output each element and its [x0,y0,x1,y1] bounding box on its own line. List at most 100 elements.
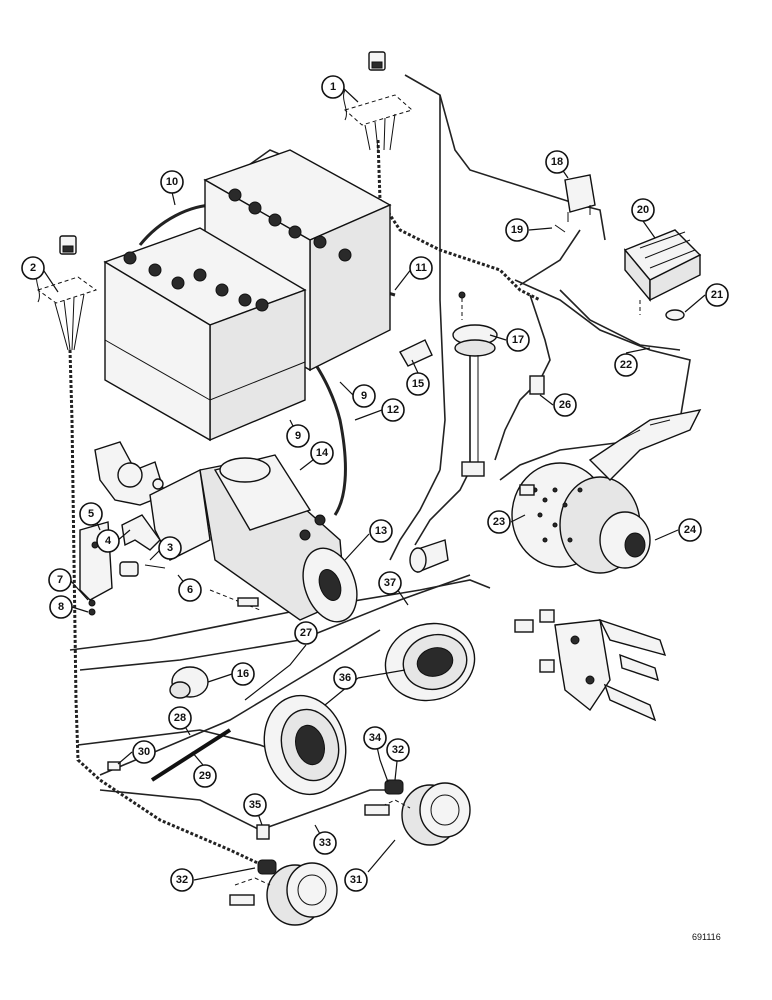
callout-34: 34 [363,726,387,750]
callout-29: 29 [193,764,217,788]
callout-14: 14 [310,441,334,465]
harness-connector-2 [36,235,98,351]
callout-label: 26 [559,399,571,411]
fuel-sender-17 [452,291,498,477]
callout-label: 23 [493,516,505,528]
alternator [511,462,651,574]
callout-23: 23 [487,510,511,534]
temp-sender-15 [399,339,433,367]
callout-30: 30 [132,740,156,764]
drawing-number: 691116 [692,932,721,942]
callout-36: 36 [333,666,357,690]
callout-label: 28 [174,712,186,724]
work-lamp-front [263,694,347,796]
callout-label: 16 [237,668,249,680]
callout-label: 22 [620,359,632,371]
callout-18: 18 [545,150,569,174]
callout-label: 6 [187,584,193,596]
callout-label: 12 [387,404,399,416]
callout-28: 28 [168,706,192,730]
callout-label: 31 [350,874,362,886]
mounting-hardware [229,799,411,906]
callout-label: 21 [711,289,723,301]
callout-label: 37 [384,577,396,589]
callout-label: 9 [361,390,367,402]
callout-22: 22 [614,353,638,377]
callout-3: 3 [158,536,182,560]
callout-16: 16 [231,662,255,686]
callout-label: 24 [684,524,697,536]
battery-front [103,227,307,442]
callout-label: 11 [415,262,427,274]
fuel-float-arm [409,539,449,573]
callout-label: 4 [105,535,112,547]
callout-label: 36 [339,672,351,684]
switch-16 [169,666,209,699]
callout-label: 27 [300,627,312,639]
callout-12: 12 [381,398,405,422]
callout-26: 26 [553,393,577,417]
fuse-holder-35 [256,824,270,840]
callout-35: 35 [243,793,267,817]
callout-2: 2 [21,256,45,280]
callout-11: 11 [409,256,433,280]
callout-label: 34 [369,732,382,744]
callout-label: 15 [412,378,424,390]
oil-sender-26 [529,375,545,395]
callout-4: 4 [96,529,120,553]
callout-label: 14 [316,447,329,459]
callout-label: 5 [88,508,94,520]
starter-motor [94,441,358,623]
callout-1: 1 [321,75,345,99]
callout-label: 18 [551,156,563,168]
callout-label: 30 [138,746,150,758]
sleeve-28-29 [150,728,232,782]
ground-terminal-21 [665,309,685,321]
callout-10: 10 [160,170,184,194]
callout-label: 10 [166,176,178,188]
callout-20: 20 [631,198,655,222]
callout-label: 33 [319,837,331,849]
callout-label: 1 [330,81,336,93]
callout-9-upper: 9 [352,384,376,408]
callout-13: 13 [369,519,393,543]
callout-label: 32 [392,744,404,756]
tail-lamp-right [384,779,471,846]
callout-32-upper: 32 [386,738,410,762]
callout-32-lower: 32 [170,868,194,892]
callout-label: 13 [375,525,387,537]
callout-15: 15 [406,372,430,396]
callout-19: 19 [505,218,529,242]
callout-label: 7 [57,574,63,586]
callout-27: 27 [294,621,318,645]
callout-9-lower: 9 [286,424,310,448]
callout-24: 24 [678,518,702,542]
tail-lamp-left [257,859,338,926]
callout-31: 31 [344,868,368,892]
callout-label: 19 [511,224,523,236]
callout-5: 5 [79,502,103,526]
harness-clip-30 [107,761,121,771]
alternator-bracket [514,409,702,722]
callout-label: 17 [512,334,524,346]
callout-37: 37 [378,571,402,595]
callout-33: 33 [313,831,337,855]
work-lamp-rear [384,622,476,702]
relay-18 [554,174,596,233]
callout-label: 9 [295,430,301,442]
callout-21: 21 [705,283,729,307]
callout-label: 8 [58,601,64,613]
callout-7: 7 [48,568,72,592]
voltage-regulator-20 [623,229,702,315]
callout-label: 32 [176,874,188,886]
callout-17: 17 [506,328,530,352]
callout-label: 35 [249,799,261,811]
callout-label: 2 [30,262,36,274]
callout-8: 8 [49,595,73,619]
callout-label: 29 [199,770,211,782]
callout-label: 20 [637,204,649,216]
callout-label: 3 [167,542,173,554]
callout-6: 6 [178,578,202,602]
harness-connector-1 [343,51,414,151]
